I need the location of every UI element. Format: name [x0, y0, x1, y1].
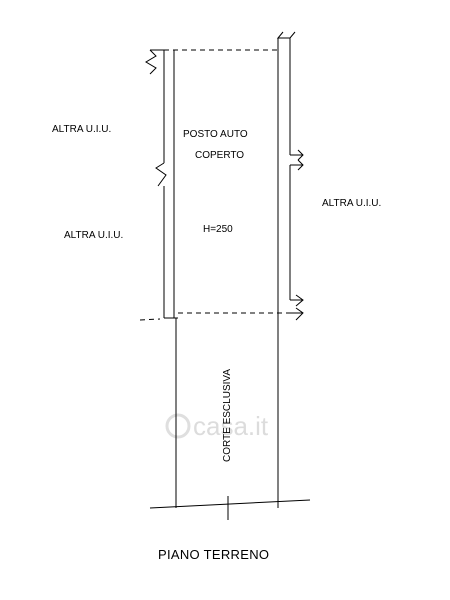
- watermark-text: casa.it: [193, 411, 269, 441]
- label-altra-uiu-right: ALTRA U.I.U.: [322, 198, 381, 209]
- label-altra-uiu-top-left: ALTRA U.I.U.: [52, 124, 111, 135]
- label-corte-esclusiva: CORTE ESCLUSIVA: [222, 369, 233, 462]
- label-coperto: COPERTO: [195, 150, 244, 161]
- right-wall: [276, 31, 304, 498]
- label-height: H=250: [203, 224, 233, 235]
- left-wall: [145, 49, 178, 319]
- courtyard-outline: [149, 313, 311, 520]
- watermark: casa.it: [165, 411, 269, 441]
- left-dashed-stub: [139, 318, 161, 321]
- label-altra-uiu-bottom-left: ALTRA U.I.U.: [64, 230, 123, 241]
- page-title: PIANO TERRENO: [158, 547, 269, 562]
- label-posto-auto: POSTO AUTO: [183, 129, 248, 140]
